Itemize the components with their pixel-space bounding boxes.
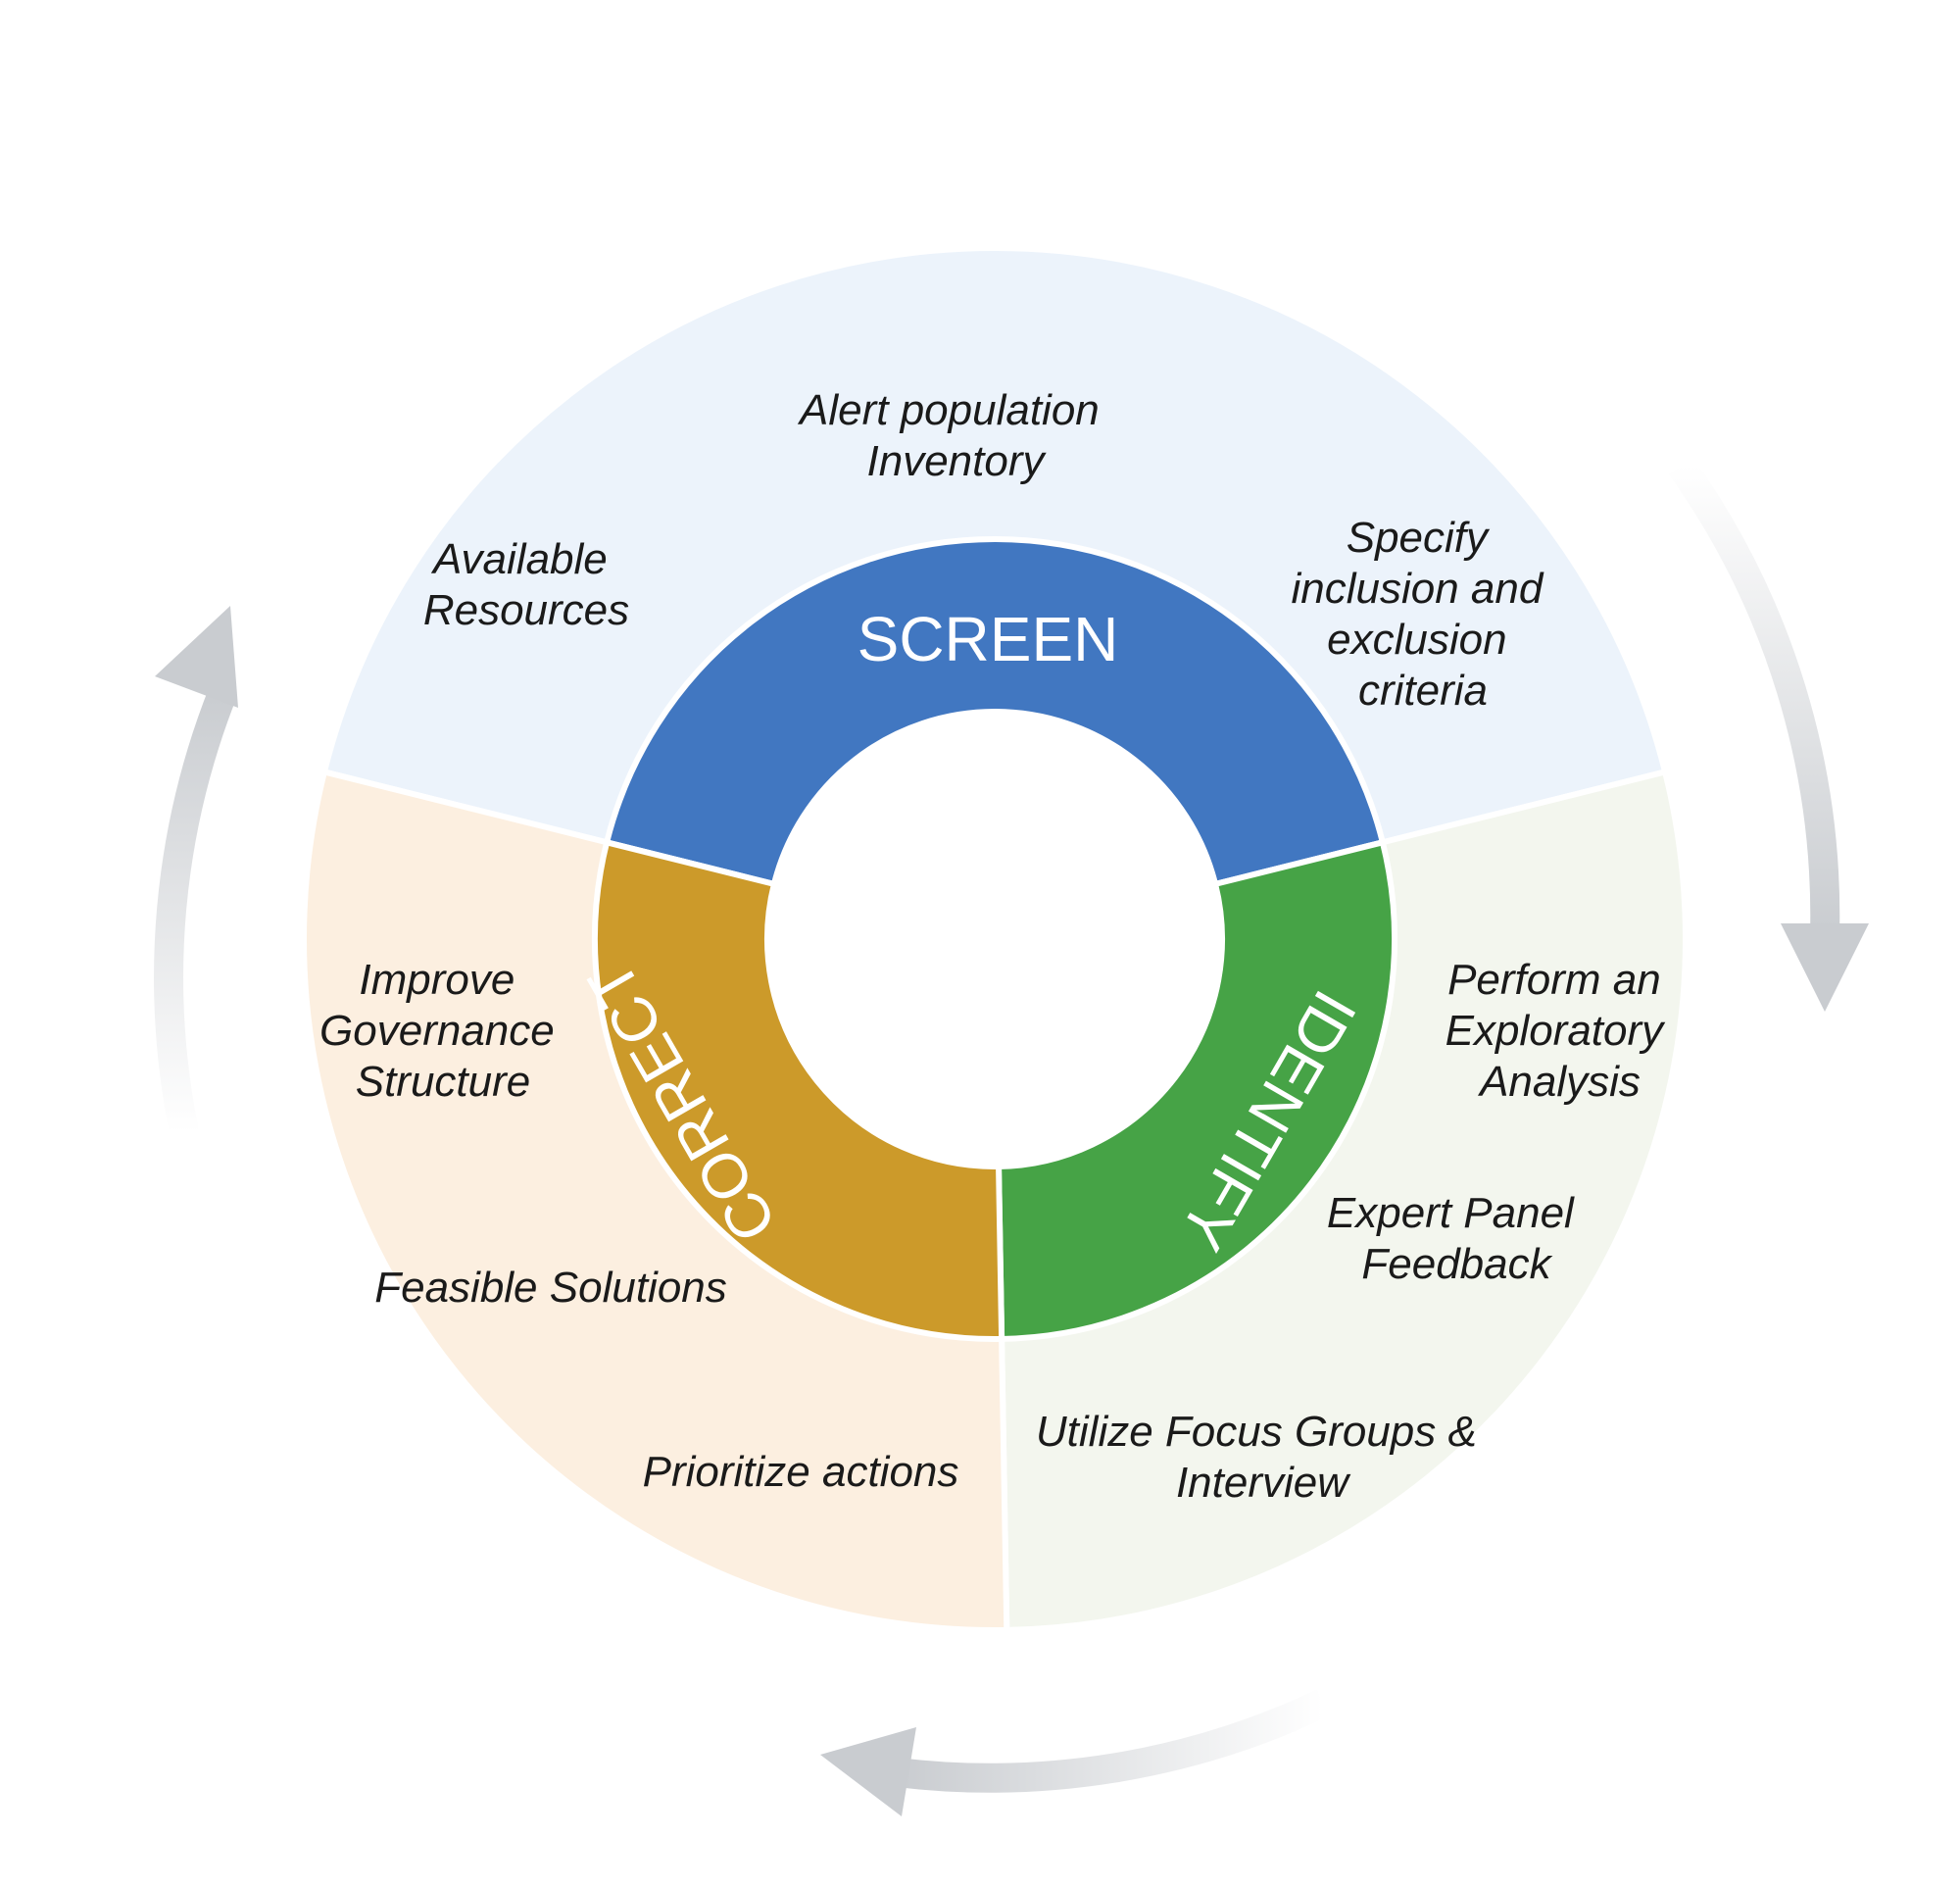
item-feasible-solutions: Feasible Solutions — [374, 1264, 727, 1312]
item-expert-panel: Expert Panel Feedback — [1327, 1189, 1586, 1288]
arrow-left-head — [155, 606, 238, 708]
item-alert-population: Alert population Inventory — [797, 386, 1111, 485]
item-focus-groups: Utilize Focus Groups & Interview — [1036, 1408, 1489, 1507]
inner-ring — [591, 536, 1397, 1342]
center-hole — [767, 712, 1222, 1167]
phase-label-screen: SCREEN — [858, 604, 1119, 674]
item-exploratory-analysis: Perform an Exploratory Analysis — [1446, 956, 1676, 1106]
item-available-resources: Available Resources — [423, 535, 629, 634]
item-prioritize-actions: Prioritize actions — [643, 1448, 959, 1496]
outer-ring — [301, 245, 1689, 1633]
cycle-arrows — [154, 457, 1869, 1816]
arrow-right-arc — [1668, 457, 1840, 937]
item-governance: Improve Governance Structure — [319, 956, 566, 1106]
inner-segment-screen — [604, 536, 1386, 887]
arrow-right-head — [1781, 923, 1869, 1012]
item-specify-criteria: Specify inclusion and exclusion criteria — [1291, 514, 1554, 715]
arrow-bottom-arc — [895, 1689, 1330, 1793]
arrow-bottom-head — [820, 1727, 916, 1816]
arrow-left-arc — [154, 685, 237, 1135]
